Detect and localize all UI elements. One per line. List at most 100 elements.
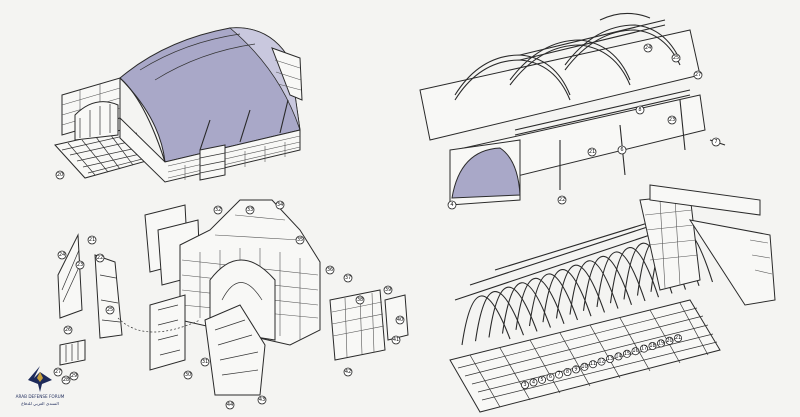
callout: 26 <box>63 325 73 335</box>
callout-label: 35 <box>297 237 303 243</box>
callout: 15 <box>623 349 632 358</box>
callout-label: 37 <box>345 275 351 281</box>
callout-label: 21 <box>675 335 681 341</box>
callout: 33 <box>245 205 255 215</box>
callout-label: 13 <box>607 356 613 362</box>
callout-label: 25 <box>673 55 679 61</box>
rib-arch <box>461 295 511 346</box>
callout: 8 <box>635 105 645 115</box>
callout-label: 26 <box>65 327 71 333</box>
assembled-vault-view: 20 <box>54 27 303 183</box>
callout: 4 <box>447 200 457 210</box>
callout: 29 <box>69 371 79 381</box>
callout: 12 <box>597 357 606 366</box>
callout: 14 <box>614 352 623 361</box>
callout-label: 7 <box>714 139 717 145</box>
callout: 39 <box>383 285 393 295</box>
callout: 43 <box>257 395 267 405</box>
callout: 4 <box>529 378 538 387</box>
callout-label: 44 <box>227 402 233 408</box>
callout-label: 6 <box>620 147 623 153</box>
rib-arch <box>528 273 579 327</box>
callout-label: 42 <box>345 369 351 375</box>
callout: 36 <box>325 265 335 275</box>
watermark-line1: ARAB DEFENSE FORUM <box>16 394 65 399</box>
watermark-line2: المنتدى العربي للدفاع <box>21 401 59 406</box>
callout-label: 4 <box>532 379 535 385</box>
callout: 25 <box>671 53 681 63</box>
rib-arch <box>474 291 525 342</box>
callout-tl: 20 <box>55 170 65 180</box>
callout-label: 17 <box>641 346 647 352</box>
callout-label: 43 <box>259 397 265 403</box>
callout: 11 <box>589 360 598 369</box>
callout: 6 <box>546 373 555 382</box>
callout-label: 3 <box>523 382 526 388</box>
callout-label: 21 <box>589 149 595 155</box>
rib-arch <box>501 282 552 334</box>
callout-label: 4 <box>450 202 453 208</box>
callout-label: 31 <box>202 359 208 365</box>
callout-label: 29 <box>71 373 77 379</box>
callout-label: 5 <box>540 377 543 383</box>
callout-label: 27 <box>695 72 701 78</box>
callout: 6 <box>617 145 627 155</box>
callout-label: 32 <box>215 207 221 213</box>
callout: 21 <box>587 147 597 157</box>
rib-arch <box>542 269 592 323</box>
callout: 10 <box>580 362 589 371</box>
callout: 32 <box>213 205 223 215</box>
callout-label: 6 <box>549 374 552 380</box>
callout: 7 <box>711 137 721 147</box>
callout: 7 <box>555 370 564 379</box>
callout: 22 <box>95 253 105 263</box>
callout-label: 24 <box>59 252 65 258</box>
callout: 8 <box>563 367 572 376</box>
callout-label: 8 <box>566 369 569 375</box>
callout-label: 18 <box>649 343 655 349</box>
callout: 3 <box>521 380 530 389</box>
callout-label: 41 <box>393 337 399 343</box>
callout: 19 <box>657 339 666 348</box>
callout-label: 16 <box>632 348 638 354</box>
callout-label: 30 <box>185 372 191 378</box>
callout-label: 12 <box>598 359 604 365</box>
callout: 23 <box>667 115 677 125</box>
callout: 31 <box>200 357 210 367</box>
callout-label: 27 <box>55 369 61 375</box>
callout: 24 <box>643 43 653 53</box>
callout-label: 20 <box>666 338 672 344</box>
watermark: ARAB DEFENSE FORUM المنتدى العربي للدفاع <box>16 366 65 406</box>
callout-label: 14 <box>615 353 621 359</box>
callout-label: 22 <box>97 255 103 261</box>
callout-label: 9 <box>574 366 577 372</box>
callout: 27 <box>53 367 63 377</box>
callout: 30 <box>183 370 193 380</box>
callout: 38 <box>355 295 365 305</box>
callout: 20 <box>665 336 674 345</box>
callout-label: 34 <box>277 202 283 208</box>
callout: 5 <box>538 375 547 384</box>
rib-arch <box>515 277 565 330</box>
callout: 23 <box>75 260 85 270</box>
callout: 40 <box>395 315 405 325</box>
callout: 28 <box>61 375 71 385</box>
callout: 27 <box>693 70 703 80</box>
callout-label: 21 <box>89 237 95 243</box>
callout: 21 <box>87 235 97 245</box>
callout-label: 11 <box>590 361 596 367</box>
callout-label: 8 <box>638 107 641 113</box>
callout-label: 15 <box>624 351 630 357</box>
callout-label: 39 <box>385 287 391 293</box>
rib-arch <box>582 255 633 311</box>
callout: 21 <box>674 334 683 343</box>
callout: 42 <box>343 367 353 377</box>
callout: 37 <box>343 273 353 283</box>
